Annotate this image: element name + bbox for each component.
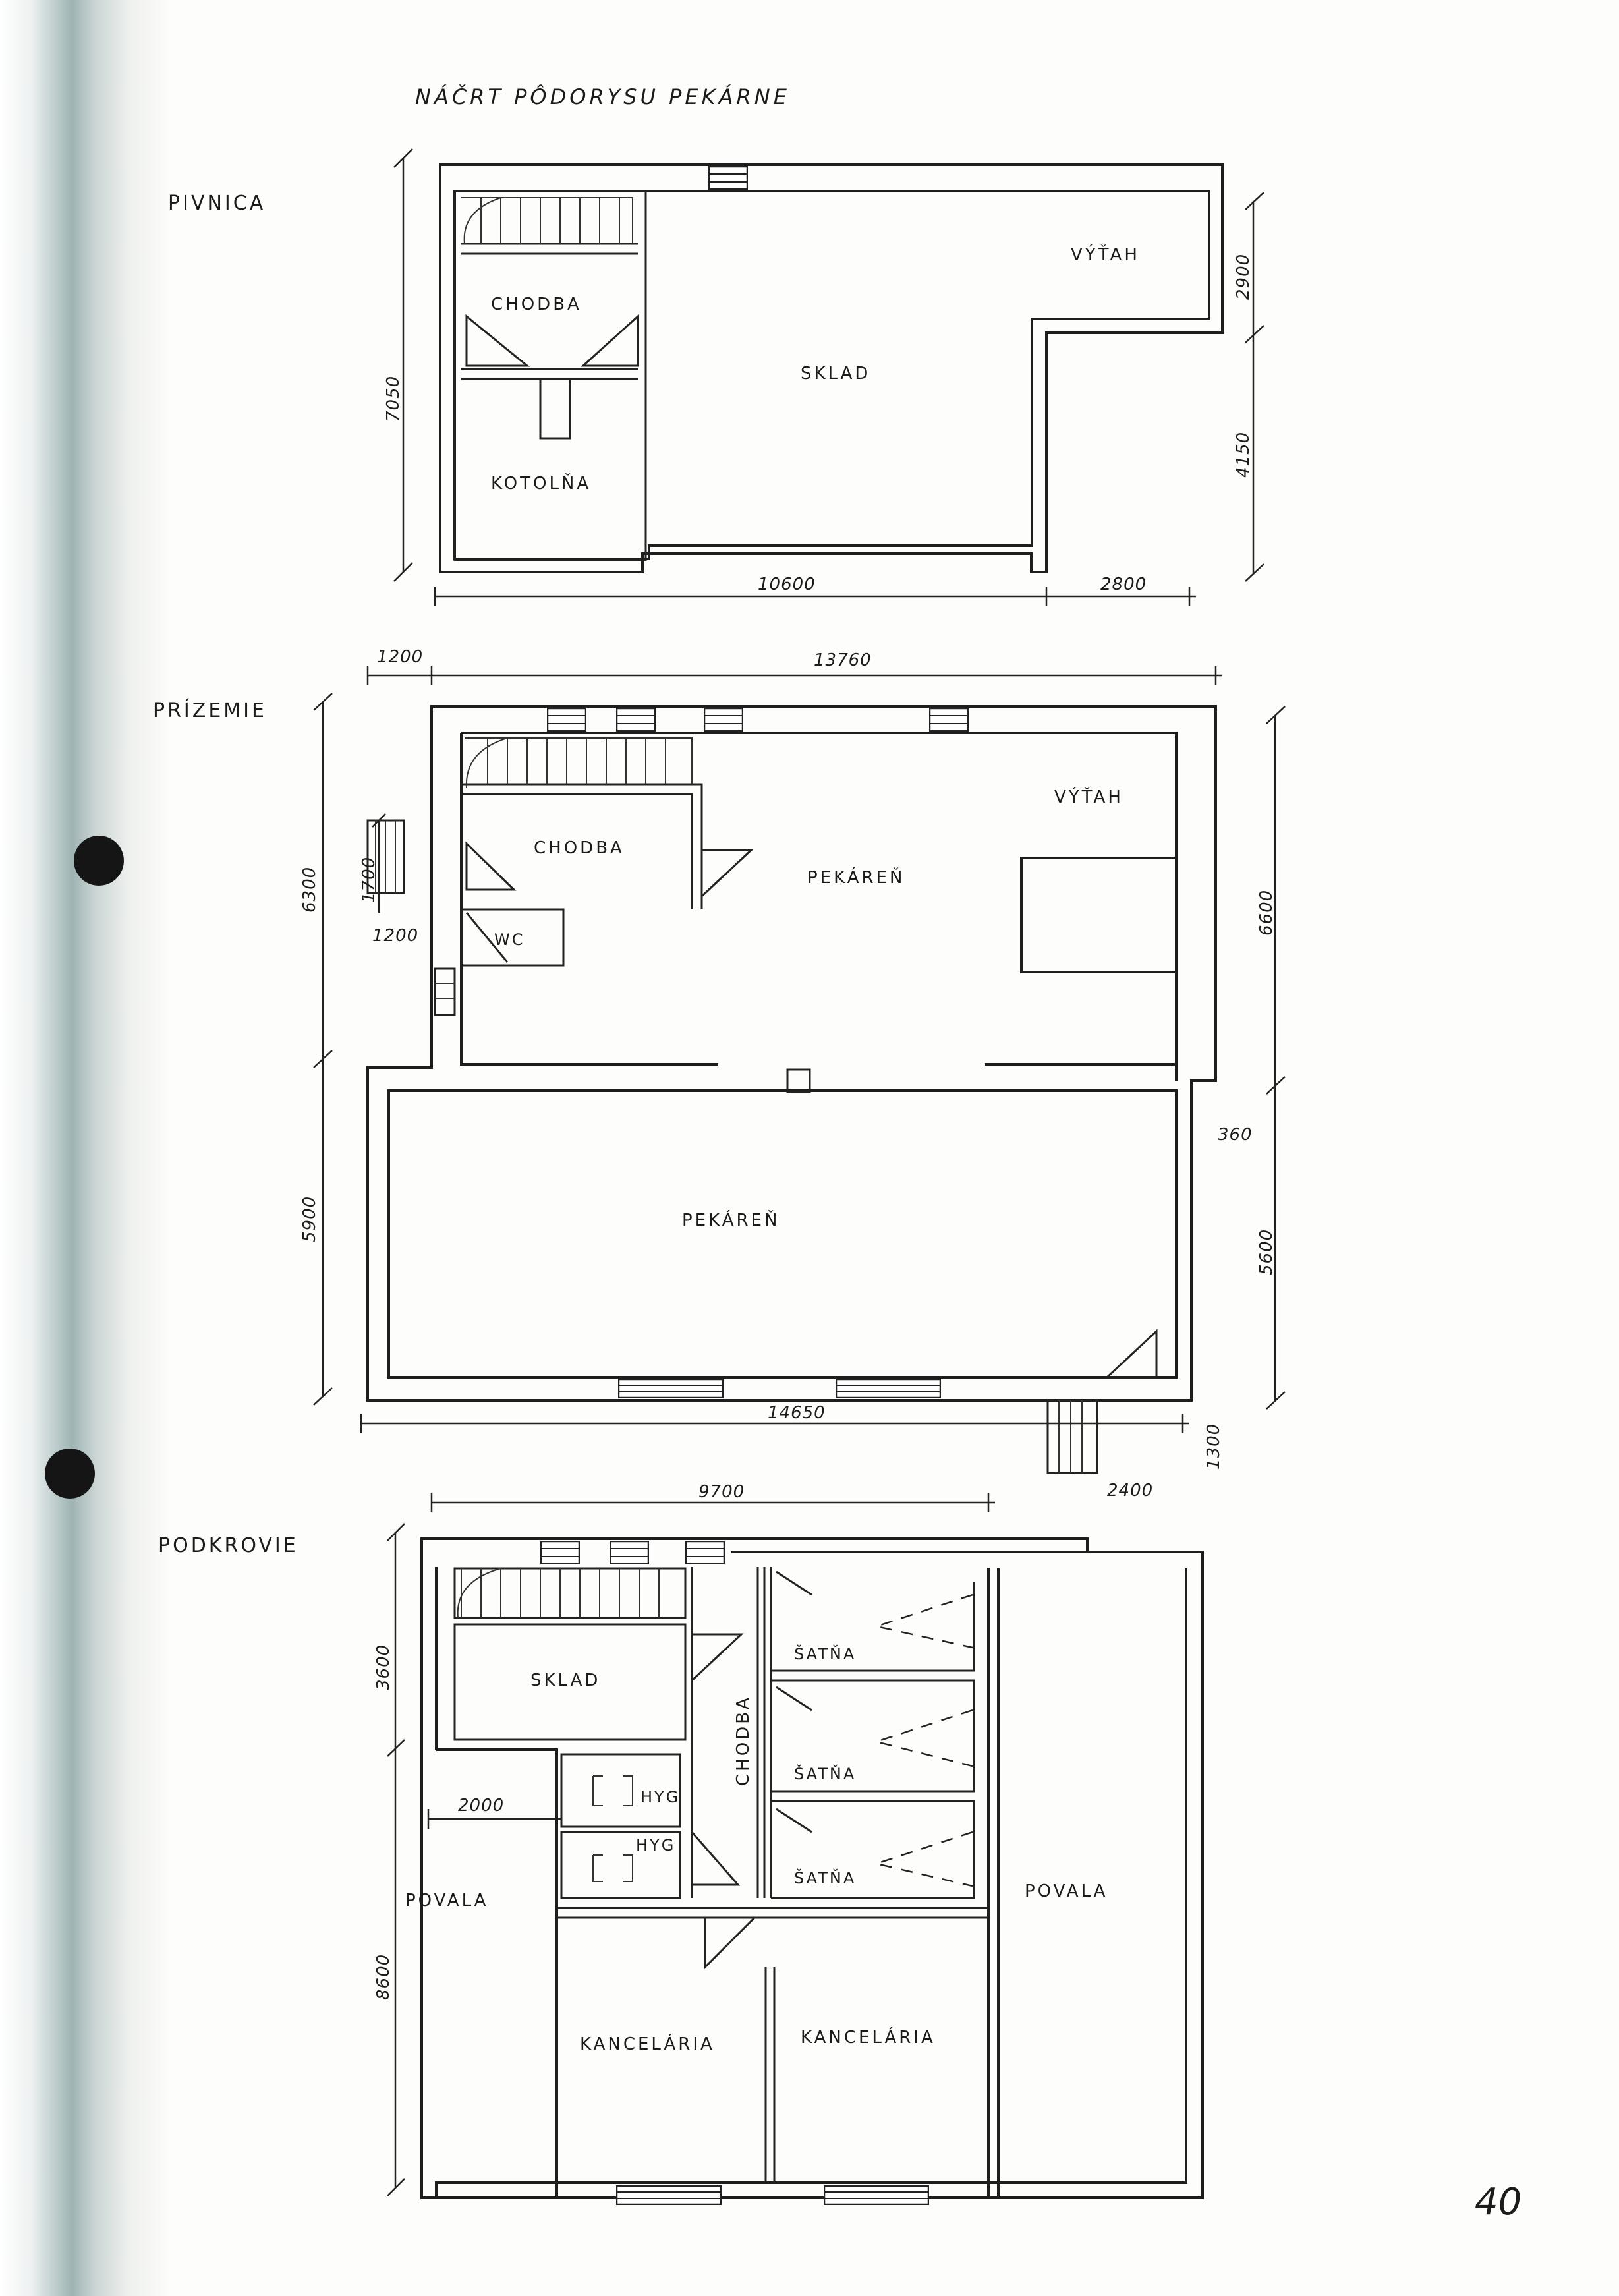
basement-dim-offset: 2800 <box>1100 575 1147 594</box>
ground-dim-stair-depth: 1300 <box>1204 1423 1224 1470</box>
basement-dim-depth: 7050 <box>383 376 403 422</box>
drawing-title: NÁČRT PÔDORYSU PEKÁRNE <box>415 84 790 109</box>
basement-room-sklad: SKLAD <box>801 364 870 384</box>
ground-dim-entry-width: 1200 <box>372 926 418 946</box>
attic-room-satna-3: ŠATŇA <box>794 1868 856 1887</box>
ground-dim-width-upper: 13760 <box>814 650 872 670</box>
ground-room-wc: WC <box>494 931 525 949</box>
ground-level-label: PRÍZEMIE <box>153 699 267 722</box>
ground-plan: PRÍZEMIE <box>153 647 1286 1501</box>
ground-dim-left-offset: 1200 <box>377 647 423 667</box>
attic-dim-depth-upper: 3600 <box>374 1644 393 1690</box>
binder-strip <box>0 0 171 2296</box>
attic-room-povala-left: POVALA <box>405 1891 488 1910</box>
ground-room-chodba: CHODBA <box>534 838 625 858</box>
ground-room-vytah: VÝŤAH <box>1054 786 1123 807</box>
page-number: 40 <box>1475 2181 1521 2224</box>
punch-hole-lower <box>45 1449 95 1499</box>
ground-dim-right-upper: 6600 <box>1257 890 1276 936</box>
attic-room-povala-right: POVALA <box>1025 1881 1108 1901</box>
attic-room-chodba: CHODBA <box>733 1695 753 1786</box>
ground-dim-depth-lower: 5900 <box>300 1196 320 1242</box>
basement-plan: PIVNICA CHODBA KOTOLŇA SKLAD VÝŤAH 7050 … <box>168 148 1264 606</box>
attic-room-hyg-1: HYG <box>640 1788 680 1806</box>
punch-hole-upper <box>74 836 124 886</box>
basement-level-label: PIVNICA <box>168 192 266 215</box>
ground-dim-stair-len: 2400 <box>1107 1481 1153 1501</box>
ground-dim-right-step: 360 <box>1218 1125 1253 1145</box>
ground-dim-entry-depth: 1700 <box>359 857 379 903</box>
ground-dim-depth-upper: 6300 <box>300 867 320 913</box>
basement-dim-right-upper: 2900 <box>1234 254 1253 300</box>
ground-dim-right-lower: 5600 <box>1257 1229 1276 1275</box>
attic-room-kancelaria-left: KANCELÁRIA <box>580 2033 715 2054</box>
basement-room-vytah: VÝŤAH <box>1071 244 1140 265</box>
attic-room-sklad: SKLAD <box>530 1671 600 1690</box>
attic-room-satna-1: ŠATŇA <box>794 1644 856 1663</box>
ground-dim-width-lower: 14650 <box>768 1403 826 1423</box>
attic-level-label: PODKROVIE <box>158 1534 298 1557</box>
basement-dim-right-lower: 4150 <box>1234 432 1253 478</box>
attic-room-hyg-2: HYG <box>636 1836 675 1854</box>
ground-room-pekaren-upper: PEKÁREŇ <box>807 867 905 888</box>
basement-room-kotolna: KOTOLŇA <box>491 473 591 494</box>
basement-dim-width: 10600 <box>758 575 816 594</box>
attic-dim-width: 9700 <box>698 1482 745 1502</box>
attic-room-satna-2: ŠATŇA <box>794 1764 856 1783</box>
attic-dim-depth-lower: 8600 <box>374 1954 393 2000</box>
attic-dim-offset: 2000 <box>458 1796 504 1816</box>
attic-room-kancelaria-right: KANCELÁRIA <box>801 2026 936 2048</box>
ground-room-pekaren-lower: PEKÁREŇ <box>682 1209 780 1230</box>
attic-plan: PODKROVIE <box>158 1482 1204 2205</box>
basement-room-chodba: CHODBA <box>491 295 582 314</box>
